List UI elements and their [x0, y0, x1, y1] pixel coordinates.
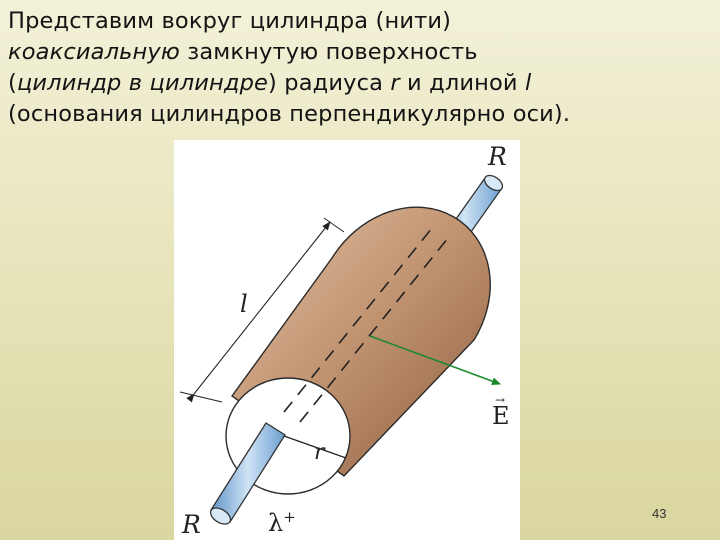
page-number: 43 [652, 506, 667, 521]
coaxial-cylinder-figure: R l → E r R λ+ [174, 140, 520, 540]
text-fragment: и длиной [399, 70, 525, 96]
slide-body-text: Представим вокруг цилиндра (нити) коакси… [8, 6, 714, 130]
text-line-1: Представим вокруг цилиндра (нити) [8, 6, 714, 37]
label-R-top: R [488, 142, 507, 171]
text-fragment: коаксиальную [8, 39, 180, 65]
label-E-text: E [492, 402, 510, 430]
label-l: l [240, 290, 248, 318]
text-fragment: ) радиуса [268, 70, 391, 96]
text-line-4: (основания цилиндров перпендикулярно оси… [8, 99, 714, 130]
text-fragment: замкнутую поверхность [179, 39, 478, 65]
text-line-3: (цилиндр в цилиндре) радиуса r и длиной … [8, 68, 714, 99]
hidden-thread-edge-right [299, 237, 449, 423]
length-dimension-line [186, 221, 331, 403]
hidden-thread-edge-left [283, 227, 433, 413]
label-E: → E [492, 393, 510, 430]
text-fragment: r [390, 70, 400, 96]
thread-bottom [209, 422, 286, 525]
cylinder-diagram [179, 174, 504, 525]
text-fragment: (основания цилиндров перпендикулярно оси… [8, 101, 571, 127]
label-lambda-symbol: λ [268, 509, 284, 537]
text-fragment: Представим вокруг цилиндра (нити) [8, 8, 452, 34]
text-fragment: цилиндр в цилиндре [16, 70, 269, 96]
label-lambda-sign: + [283, 508, 296, 526]
text-fragment: l [525, 70, 532, 96]
label-r: r [314, 440, 325, 465]
label-lambda: λ+ [268, 508, 296, 537]
vector-arrow-icon: → [495, 393, 506, 407]
label-R-bottom: R [182, 510, 201, 539]
length-extension-top [323, 217, 345, 233]
radius-line [283, 435, 347, 459]
text-fragment: ( [8, 70, 17, 96]
field-vector-arrow [369, 335, 501, 385]
length-extension-bottom [179, 391, 223, 403]
text-line-2: коаксиальную замкнутую поверхность [8, 37, 714, 68]
